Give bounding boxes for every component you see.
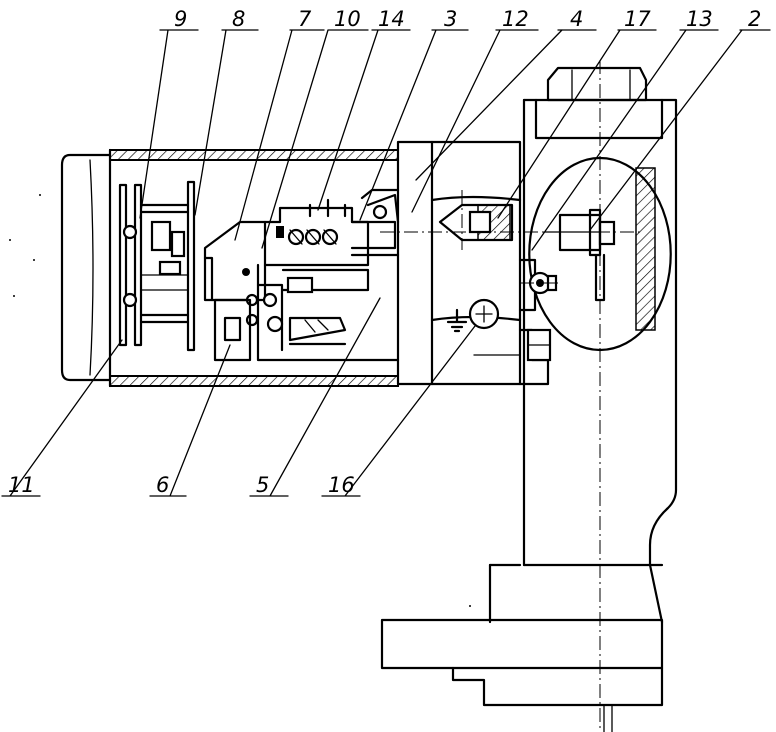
callout-11: 11 (8, 473, 35, 497)
callout-12: 12 (502, 7, 529, 31)
cover-tube (60, 148, 399, 388)
callout-17: 17 (624, 7, 651, 31)
top-nut (546, 66, 648, 102)
callout-5: 5 (256, 473, 269, 497)
callout-10: 10 (334, 7, 361, 31)
bracket-bolt (518, 328, 552, 386)
callout-16: 16 (328, 473, 355, 497)
scan-specks (9, 194, 471, 607)
callout-2: 2 (748, 7, 761, 31)
callout-9: 9 (174, 7, 187, 31)
callout-labels: 9 8 7 10 14 3 12 4 17 13 2 11 6 5 16 (8, 7, 761, 497)
callout-4: 4 (570, 7, 583, 31)
callout-6: 6 (156, 473, 169, 497)
circuit-plates (118, 180, 196, 352)
callout-13: 13 (686, 7, 713, 31)
callout-8: 8 (232, 7, 245, 31)
center-axis-lines (380, 60, 640, 732)
ground-terminal (446, 298, 521, 356)
callout-7: 7 (298, 7, 312, 31)
support-column (380, 98, 678, 732)
inner-mechanism (203, 188, 400, 362)
leader-lines (1, 29, 771, 497)
callout-14: 14 (378, 7, 405, 31)
callout-3: 3 (444, 7, 457, 31)
